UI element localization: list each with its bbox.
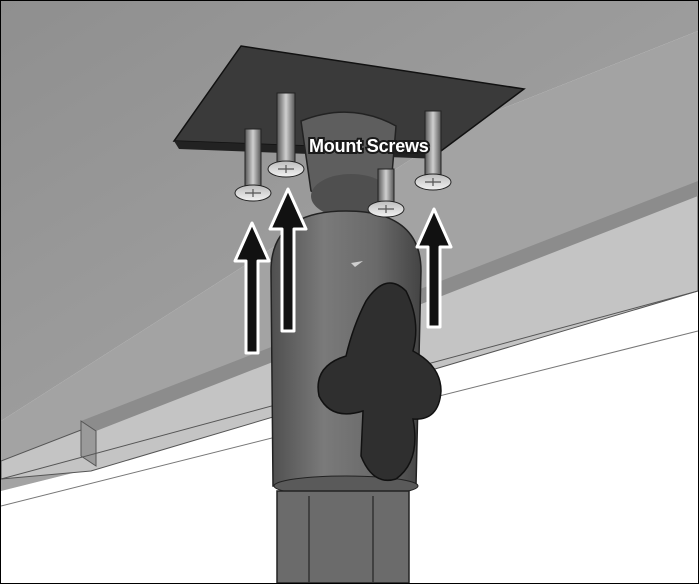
mount-pole [276,490,410,583]
mount-screw [367,168,405,218]
body-highlight [351,261,363,267]
tightening-knob [317,282,442,481]
up-arrow-icon [233,221,271,355]
ceiling-surface [1,1,698,421]
up-arrow-icon [268,187,308,333]
mount-screw [414,110,452,191]
mount-screw [234,128,272,202]
mount-screw [267,92,305,178]
callout-label: Mount Screws [309,136,429,156]
up-arrow-icon [415,207,453,329]
